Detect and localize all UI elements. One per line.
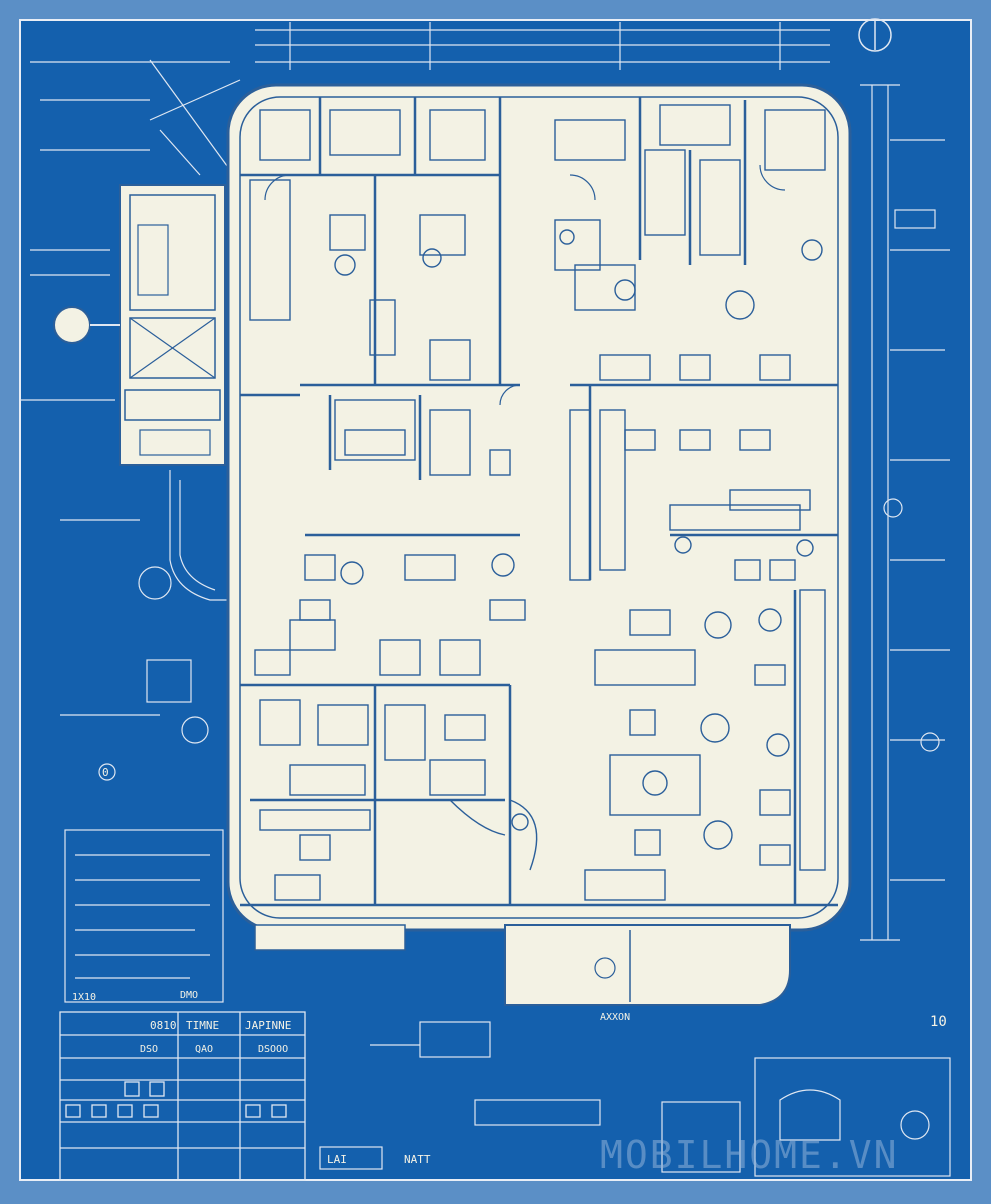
notes-code: 1X10 bbox=[72, 992, 96, 1003]
circle-mark: 0 bbox=[102, 766, 109, 779]
title-block-cell: DSOOO bbox=[258, 1044, 288, 1055]
watermark: MOBILHOME.VN bbox=[600, 1133, 899, 1177]
title-block-header-3: JAPINNE bbox=[245, 1019, 291, 1032]
bottom-title: NATT bbox=[404, 1153, 431, 1166]
bottom-details bbox=[319, 1021, 951, 1177]
furniture bbox=[249, 104, 826, 901]
compass-icon bbox=[53, 306, 91, 344]
door-swing-icon bbox=[264, 164, 786, 406]
title-block bbox=[59, 1011, 306, 1181]
left-notes bbox=[20, 249, 235, 781]
notes-block bbox=[64, 829, 224, 1003]
right-dimension-lines bbox=[860, 84, 950, 941]
title-block-header-1: 0810 bbox=[150, 1019, 177, 1032]
title-block-header-2: TIMNE bbox=[186, 1019, 219, 1032]
notes-code-2: DMO bbox=[180, 990, 198, 1001]
bottom-annex bbox=[504, 924, 791, 1006]
center-tag: AXXON bbox=[600, 1012, 630, 1023]
title-block-cell: QAO bbox=[195, 1044, 213, 1055]
sheet-number: 10 bbox=[930, 1014, 947, 1030]
top-dimension-lines bbox=[30, 22, 830, 176]
building-outline bbox=[226, 83, 852, 932]
bottom-code: LAI bbox=[327, 1153, 347, 1166]
title-block-cell: DSO bbox=[140, 1044, 158, 1055]
left-annex bbox=[53, 184, 226, 466]
north-arrow-icon bbox=[858, 18, 892, 52]
interior-walls bbox=[240, 97, 838, 907]
